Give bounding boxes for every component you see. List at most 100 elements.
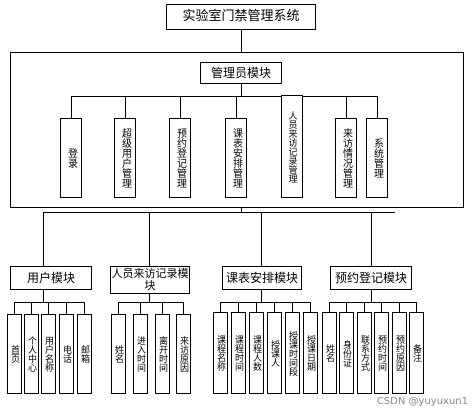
- admin-item-label: 超级用户管理: [119, 128, 131, 188]
- leaf-label: 首页: [9, 345, 19, 363]
- user-item-profile: 个人中心: [24, 314, 39, 394]
- leaf-label: 授课日期: [305, 335, 315, 371]
- admin-item-login: 登录: [60, 118, 82, 198]
- connector: [381, 302, 382, 312]
- leaf-label: 课程时间: [233, 335, 243, 371]
- leaf-label: 姓名: [324, 344, 334, 362]
- connector: [43, 212, 395, 213]
- user-item-home: 首页: [7, 314, 22, 394]
- connector: [140, 302, 141, 314]
- connector: [71, 96, 72, 118]
- leaf-label: 电话: [61, 345, 71, 363]
- connector: [220, 302, 221, 312]
- connector: [43, 290, 44, 302]
- connector: [31, 302, 32, 314]
- leaf-label: 来访原因: [178, 336, 188, 372]
- admin-item-label: 课表安排管理: [230, 128, 242, 188]
- admin-module-label: 管理员模块: [210, 66, 271, 80]
- connector: [66, 302, 67, 314]
- schedule-item-period: 授课时间段: [285, 312, 300, 394]
- leaf-label: 联系方式: [359, 335, 369, 371]
- schedule-item-course-size: 课程人数: [249, 312, 264, 394]
- admin-item-label: 预约登记管理: [174, 128, 186, 188]
- leaf-label: 邮箱: [79, 345, 89, 363]
- user-module-node: 用户模块: [10, 266, 92, 290]
- connector: [256, 302, 257, 312]
- connector: [371, 290, 372, 302]
- leaf-label: 授课人: [269, 339, 279, 367]
- visitor-item-exit-time: 离开时间: [155, 314, 170, 394]
- module-label: 人员来访记录模块: [111, 267, 189, 292]
- root-label: 实验室门禁管理系统: [182, 9, 300, 24]
- user-item-username: 用户名称: [41, 314, 56, 394]
- module-label: 用户模块: [26, 271, 75, 285]
- schedule-item-date: 授课日期: [303, 312, 318, 394]
- leaf-label: 授课时间段: [287, 330, 297, 376]
- connector: [149, 294, 150, 302]
- connector: [261, 212, 262, 266]
- leaf-label: 身份证: [341, 339, 351, 367]
- booking-item-contact: 联系方式: [357, 312, 372, 394]
- visitor-item-name: 姓名: [111, 314, 126, 394]
- connector: [329, 302, 416, 303]
- leaf-label: 姓名: [113, 345, 123, 363]
- schedule-item-teacher: 授课人: [267, 312, 282, 394]
- admin-item-label: 人员来访记录管理: [286, 110, 297, 183]
- connector: [364, 302, 365, 312]
- connector: [399, 302, 400, 312]
- connector: [236, 96, 237, 118]
- module-label: 课表安排模块: [225, 271, 298, 285]
- admin-item-schedule: 课表安排管理: [225, 118, 247, 198]
- connector: [241, 30, 242, 52]
- leaf-label: 离开时间: [157, 336, 167, 372]
- user-item-phone: 电话: [59, 314, 74, 394]
- admin-item-booking: 预约登记管理: [169, 118, 191, 198]
- connector: [310, 302, 311, 312]
- watermark: CSDN @yuyuxun1: [376, 396, 468, 407]
- system-frame: [10, 52, 464, 208]
- leaf-label: 课程名称: [215, 335, 225, 371]
- admin-module-node: 管理员模块: [200, 62, 282, 84]
- leaf-label: 课程人数: [251, 335, 261, 371]
- connector: [14, 302, 84, 303]
- admin-item-system: 系统管理: [366, 118, 388, 198]
- connector: [292, 302, 293, 312]
- leaf-label: 备注: [411, 344, 421, 362]
- user-item-email: 邮箱: [77, 314, 92, 394]
- booking-item-remark: 备注: [409, 312, 424, 394]
- admin-item-label: 来访情况管理: [340, 128, 352, 188]
- connector: [371, 212, 372, 266]
- leaf-label: 进入时间: [135, 336, 145, 372]
- connector: [377, 96, 378, 118]
- connector: [329, 302, 330, 312]
- schedule-item-course-time: 课程时间: [231, 312, 246, 394]
- connector: [238, 302, 239, 312]
- connector: [220, 302, 310, 303]
- leaf-label: 预约时间: [376, 335, 386, 371]
- connector: [180, 96, 181, 118]
- visitor-item-entry-time: 进入时间: [133, 314, 148, 394]
- admin-item-label: 系统管理: [371, 138, 383, 178]
- connector: [71, 96, 377, 97]
- connector: [118, 302, 119, 314]
- leaf-label: 个人中心: [26, 336, 36, 372]
- visitor-item-reason: 来访原因: [176, 314, 191, 394]
- schedule-item-course-name: 课程名称: [213, 312, 228, 394]
- connector: [84, 302, 85, 314]
- connector: [274, 302, 275, 312]
- connector: [241, 208, 242, 212]
- admin-item-visitor-record: 人员来访记录管理: [281, 95, 303, 198]
- leaf-label: 用户名称: [43, 336, 53, 372]
- connector: [162, 302, 163, 314]
- connector: [241, 84, 242, 96]
- connector: [125, 96, 126, 118]
- admin-item-superuser: 超级用户管理: [114, 118, 136, 198]
- connector: [43, 212, 44, 266]
- connector: [261, 290, 262, 302]
- connector: [416, 302, 417, 312]
- booking-item-name: 姓名: [322, 312, 337, 394]
- connector: [14, 302, 15, 314]
- module-label: 预约登记模块: [334, 271, 407, 285]
- connector: [183, 302, 184, 314]
